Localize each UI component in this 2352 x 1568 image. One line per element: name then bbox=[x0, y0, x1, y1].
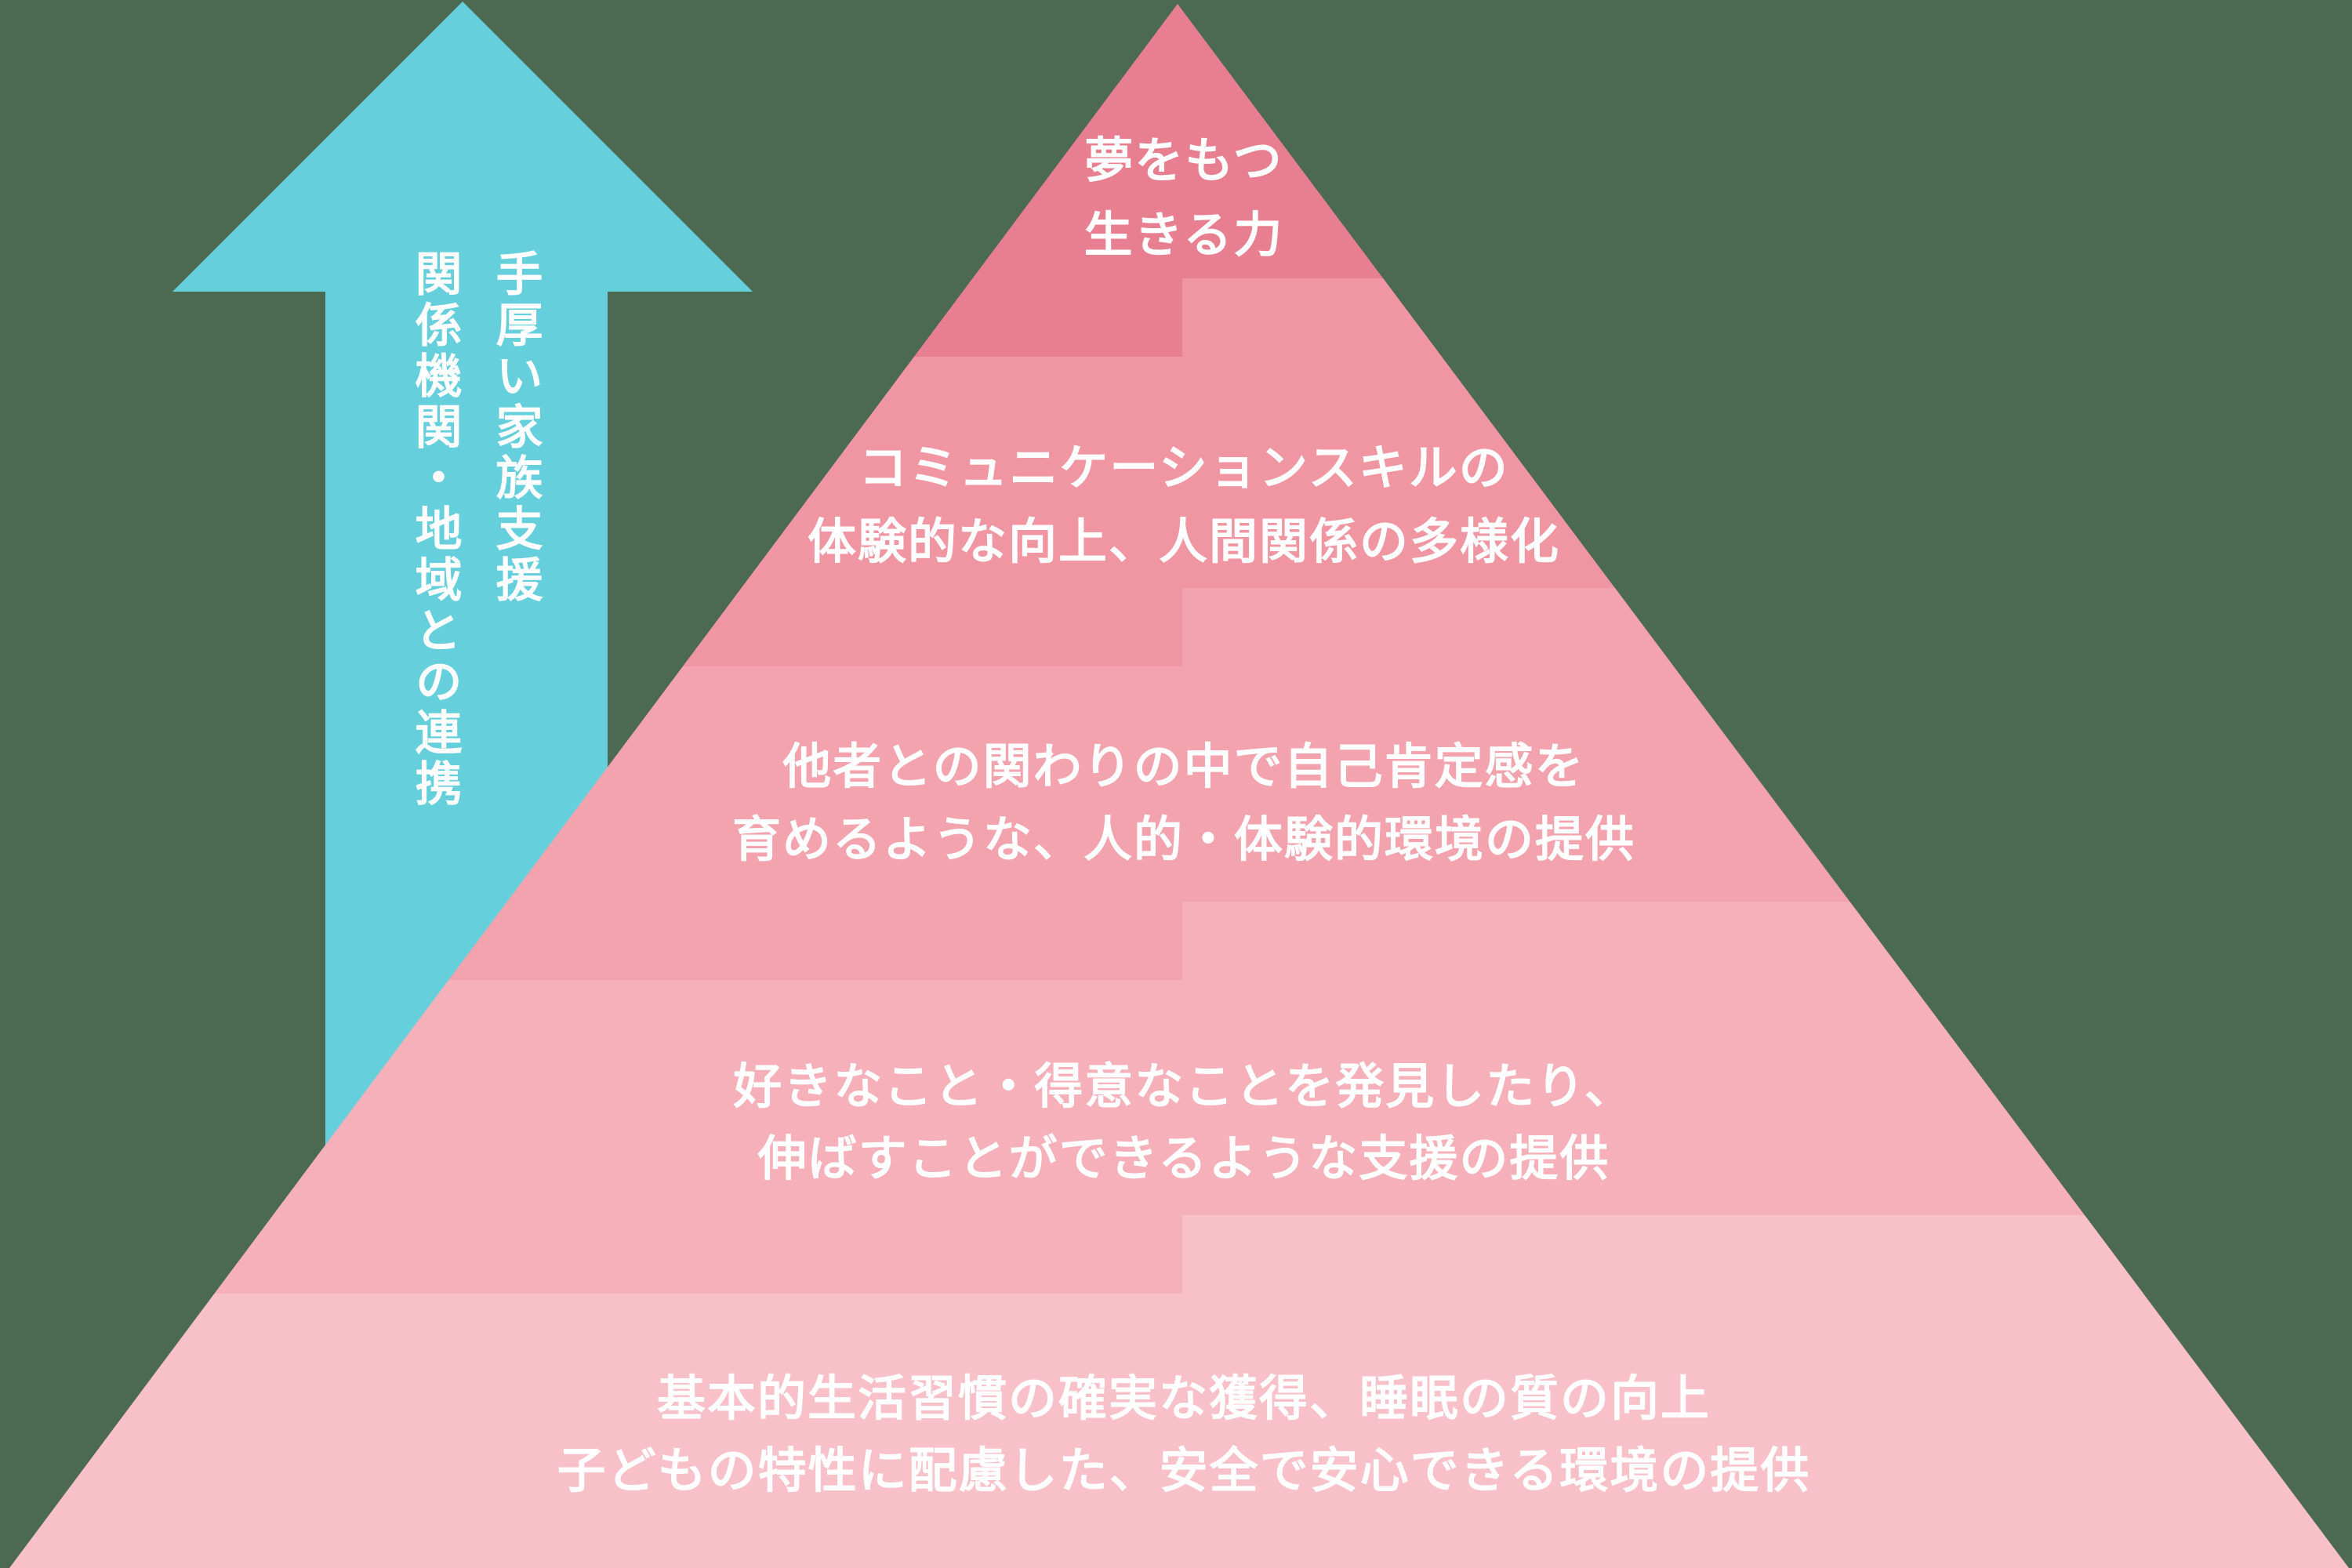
level-4-label-line-2: 伸ばすことができるような支援の提供 bbox=[757, 1130, 1610, 1187]
level-1-label-line-2: 生きる力 bbox=[1083, 206, 1284, 263]
level-5-label-line-1: 基本的生活習慣の確実な獲得、睡眠の質の向上 bbox=[656, 1370, 1711, 1427]
level-5-label-line-2: 子どもの特性に配慮した、安全で安心できる環境の提供 bbox=[557, 1442, 1811, 1499]
level-2-label-line-1: コミュニケーションスキルの bbox=[858, 439, 1509, 496]
level-2-label-line-2: 体験的な向上、人間関係の多様化 bbox=[807, 513, 1560, 570]
level-4-label-line-1: 好きなこと・得意なことを発見したり、 bbox=[733, 1058, 1635, 1115]
arrow-label-family-support: 手厚い家族支援 bbox=[488, 249, 543, 606]
pyramid-level-5-band bbox=[9, 1294, 2349, 1568]
level-3-label-line-2: 育めるような、人的・体験的環境の提供 bbox=[731, 811, 1635, 868]
level-1-label-line-1: 夢をもつ bbox=[1084, 132, 1283, 189]
level-3-label-line-1: 他者との関わりの中で自己肯定感を bbox=[782, 738, 1585, 795]
arrow-label-agency-cooperation: 関係機関・地域との連携 bbox=[407, 249, 462, 810]
